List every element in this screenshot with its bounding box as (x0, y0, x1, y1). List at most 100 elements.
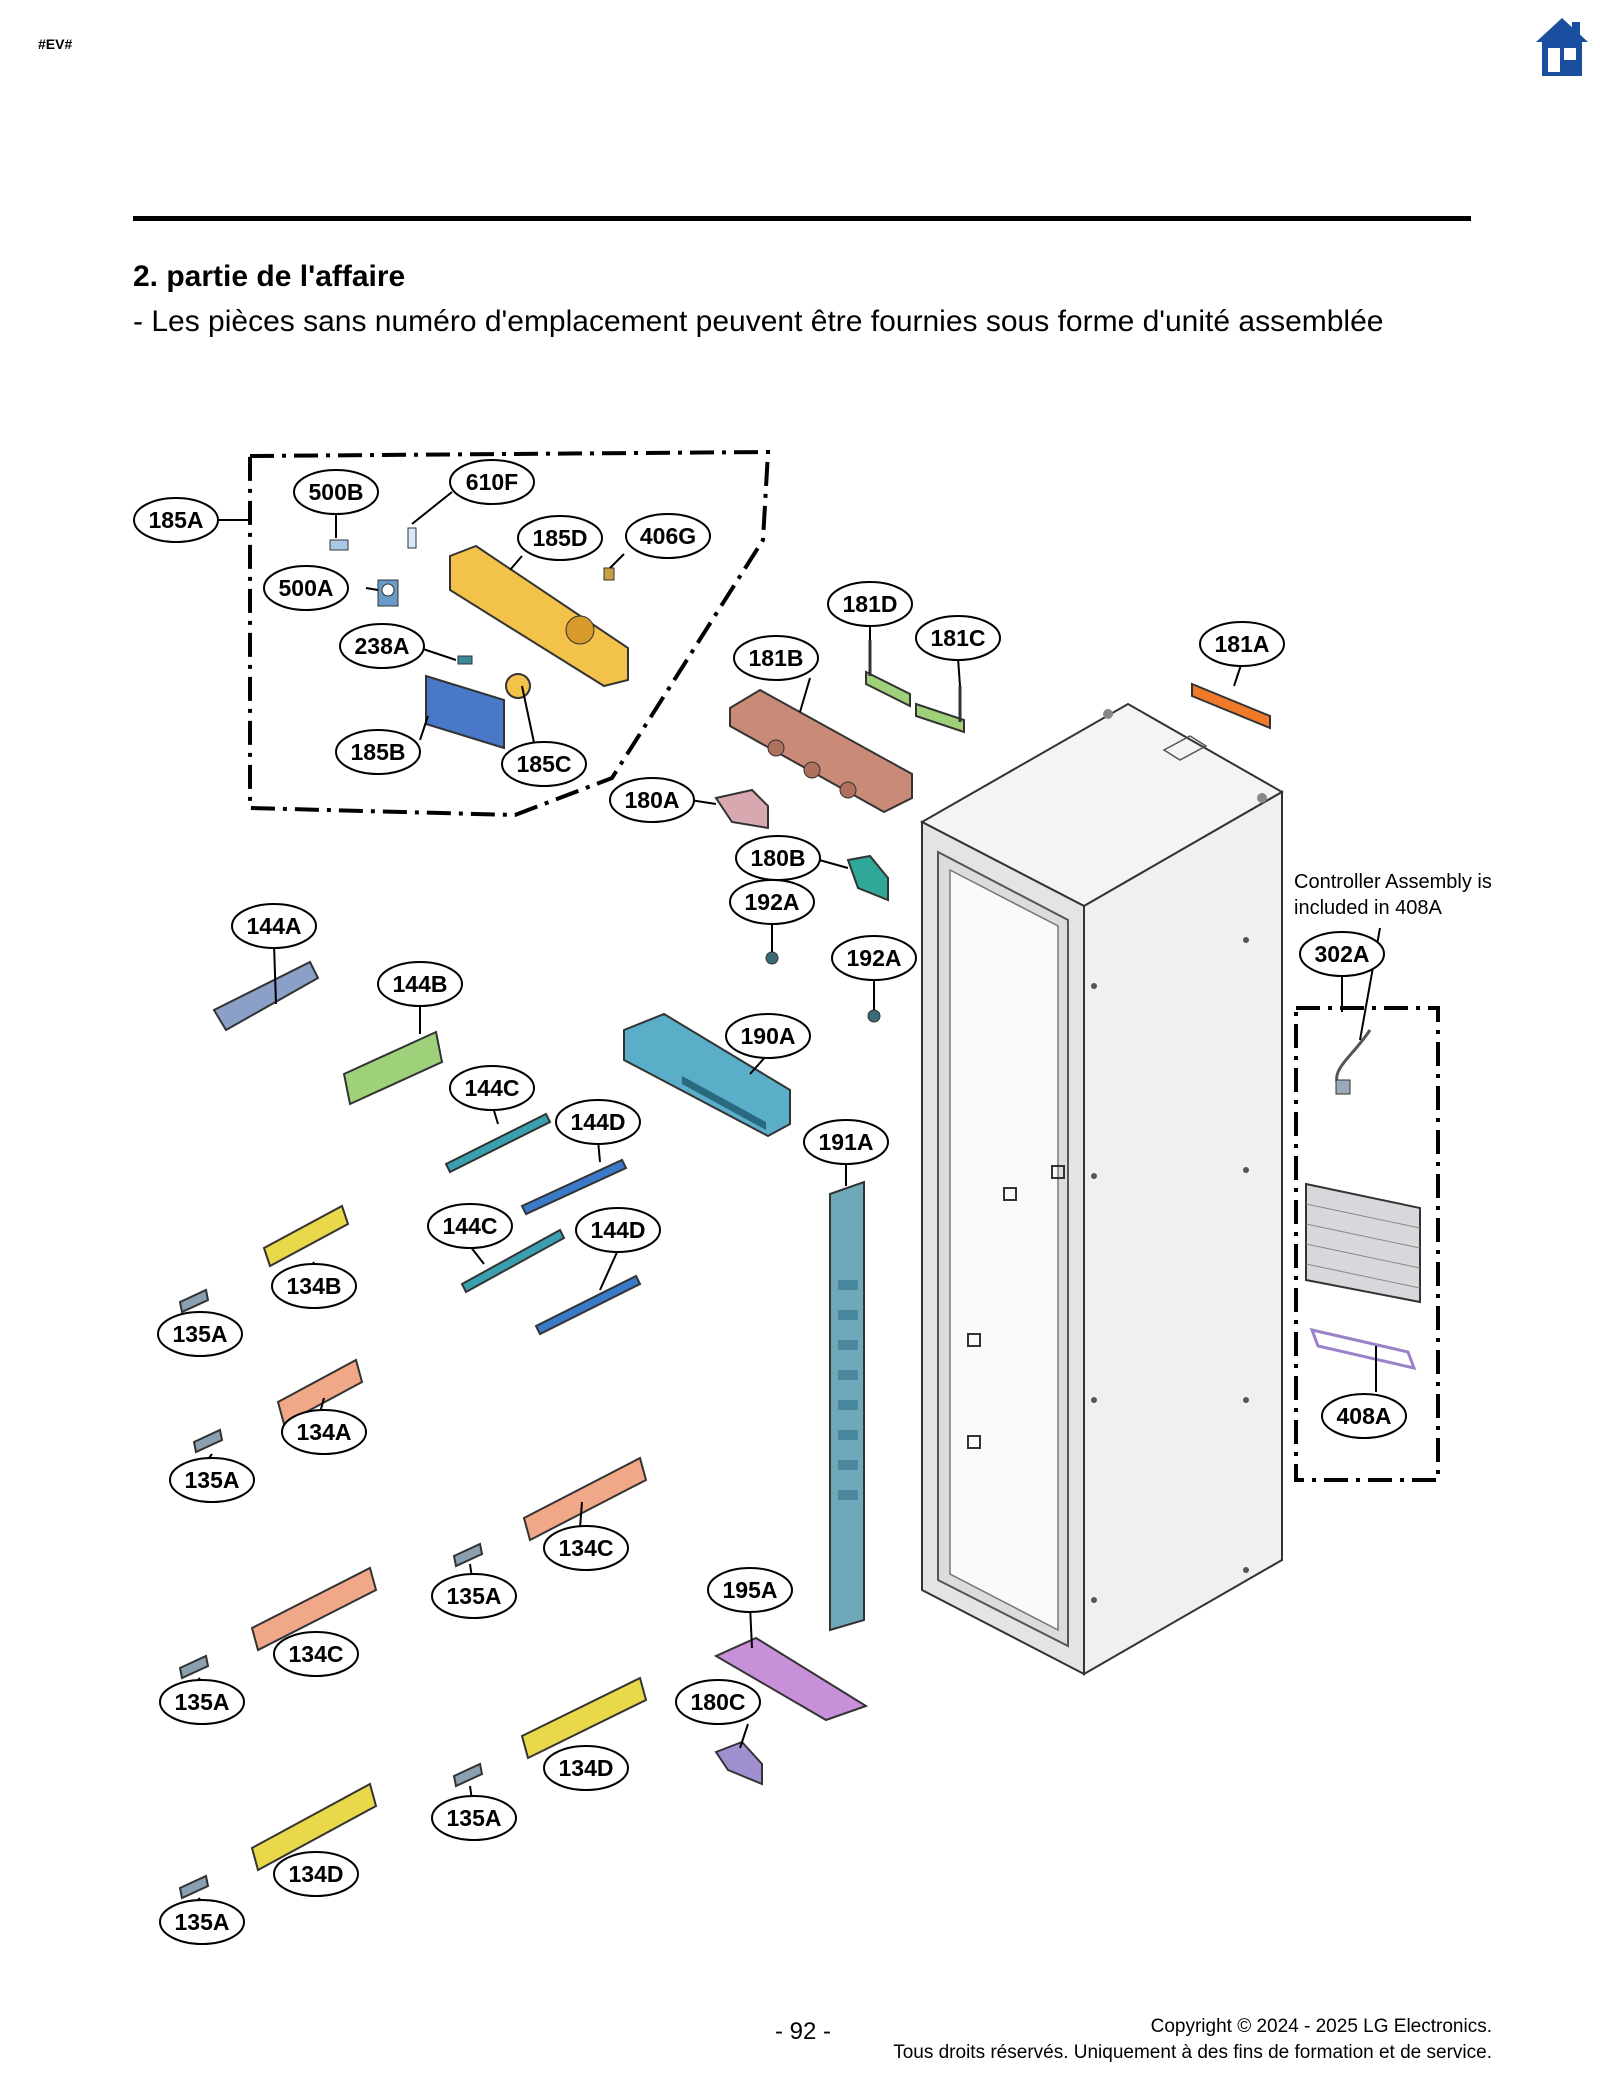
callout-192A-1 (729, 879, 815, 925)
controller-note-line1: Controller Assembly is (1294, 871, 1492, 893)
part-181D (865, 640, 911, 708)
label-135A-5: 135A (447, 1805, 502, 1831)
callout-185D (517, 515, 603, 561)
label-500B: 500B (309, 479, 364, 505)
label-302A: 302A (1315, 941, 1370, 967)
label-192A-1: 192A (745, 889, 800, 915)
part-134D-1 (520, 1676, 648, 1760)
section-title: 2. partie de l'affaire (133, 260, 406, 293)
callout-190A (725, 1013, 811, 1059)
part-134D-2 (250, 1782, 378, 1872)
page-header-tag: #EV# (38, 36, 73, 52)
label-144B: 144B (393, 971, 448, 997)
part-500B (329, 539, 349, 551)
label-134A: 134A (297, 1419, 352, 1445)
callout-144D-2 (575, 1207, 661, 1253)
hinge-pin-135A (178, 1288, 484, 1900)
part-144B (342, 1030, 444, 1106)
callout-195A (707, 1567, 793, 1613)
part-500A (377, 579, 399, 607)
label-135A-3: 135A (447, 1583, 502, 1609)
part-144C-1 (444, 1112, 552, 1174)
callout-302A (1299, 931, 1385, 977)
group-185A-boundary (248, 449, 771, 818)
label-144A: 144A (247, 913, 302, 939)
callout-406G (625, 513, 711, 559)
part-134A (276, 1358, 364, 1426)
part-610F (407, 527, 417, 549)
callout-135A-2 (169, 1457, 255, 1503)
part-180C (714, 1740, 763, 1786)
callout-134D-2 (273, 1851, 359, 1897)
header-rule (133, 216, 1471, 221)
label-144C-2: 144C (443, 1213, 498, 1239)
label-144C-1: 144C (465, 1075, 520, 1101)
label-192A-2: 192A (847, 945, 902, 971)
callout-610F (449, 459, 535, 505)
label-134D-1: 134D (559, 1755, 614, 1781)
callout-180A (609, 777, 695, 823)
copyright-notice: Copyright © 2024 - 2025 LG Electronics. (1150, 2016, 1492, 2037)
label-238A: 238A (355, 633, 410, 659)
controller-note-line2: included in 408A (1294, 897, 1443, 919)
callout-144C-1 (449, 1065, 535, 1111)
callout-192A-2 (831, 935, 917, 981)
callout-134A (281, 1409, 367, 1455)
callout-135A-1 (157, 1311, 243, 1357)
home-icon[interactable] (1534, 16, 1590, 80)
label-181C: 181C (931, 625, 986, 651)
callout-144C-2 (427, 1203, 513, 1249)
part-144D-1 (520, 1158, 628, 1216)
label-408A: 408A (1337, 1403, 1392, 1429)
callout-181D (827, 581, 913, 627)
part-134C-2 (250, 1566, 378, 1652)
label-134C-2: 134C (289, 1641, 344, 1667)
label-135A-2: 135A (185, 1467, 240, 1493)
callout-144B (377, 961, 463, 1007)
callout-181C (915, 615, 1001, 661)
label-185B: 185B (351, 739, 406, 765)
part-144A (212, 960, 320, 1032)
part-181C (915, 686, 965, 734)
part-134C-1 (522, 1456, 648, 1542)
label-191A: 191A (819, 1129, 874, 1155)
callout-134B (271, 1263, 357, 1309)
label-500A: 500A (279, 575, 334, 601)
callout-500A (263, 565, 349, 611)
callout-181A (1199, 621, 1285, 667)
label-181B: 181B (749, 645, 804, 671)
label-185A: 185A (149, 507, 204, 533)
part-191A (829, 1180, 865, 1632)
part-144D-2 (534, 1274, 642, 1336)
label-181D: 181D (843, 591, 898, 617)
part-181B (729, 688, 913, 814)
callout-135A-6 (159, 1899, 245, 1945)
part-406G (603, 567, 615, 581)
label-610F: 610F (466, 469, 518, 495)
cabinet-case (919, 702, 1285, 1676)
label-180A: 180A (625, 787, 680, 813)
part-302A (1335, 1029, 1372, 1095)
callout-135A-4 (159, 1679, 245, 1725)
callout-181B (733, 635, 819, 681)
callout-135A-5 (431, 1795, 517, 1841)
label-135A-4: 135A (175, 1689, 230, 1715)
callout-134C-1 (543, 1525, 629, 1571)
part-408A-evaporator (1305, 1182, 1421, 1371)
page-number: - 92 - (775, 2018, 832, 2045)
label-406G: 406G (640, 523, 696, 549)
label-181A: 181A (1215, 631, 1270, 657)
label-134B: 134B (287, 1273, 342, 1299)
part-181A (1191, 682, 1271, 730)
label-180B: 180B (751, 845, 806, 871)
callout-185A (133, 497, 219, 543)
label-185D: 185D (533, 525, 588, 551)
callout-191A (803, 1119, 889, 1165)
part-185C (505, 673, 531, 699)
label-190A: 190A (741, 1023, 796, 1049)
callout-185C (501, 741, 587, 787)
callout-185B (335, 729, 421, 775)
label-135A-6: 135A (175, 1909, 230, 1935)
callout-238A (339, 623, 425, 669)
callout-180C (675, 1679, 761, 1725)
